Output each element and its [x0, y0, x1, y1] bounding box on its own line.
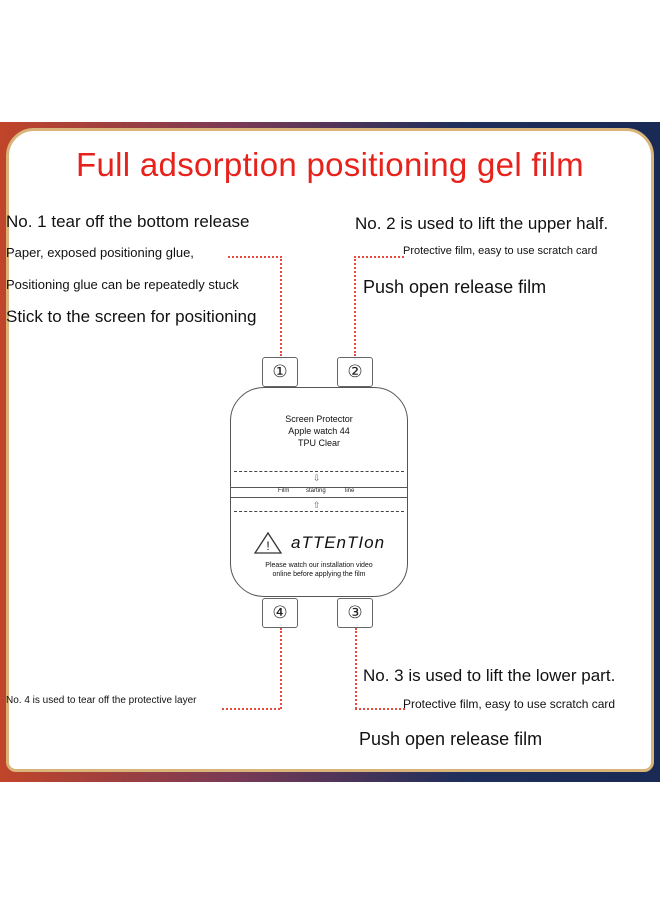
step1-leader-h	[228, 256, 282, 258]
card-note2: online before applying the film	[272, 571, 366, 578]
step2-leader-v	[354, 256, 356, 356]
dashed-line-lower	[234, 511, 404, 512]
band-line: line	[345, 488, 355, 494]
band-starting: starting	[306, 488, 326, 494]
card-note1: Please watch our installation video	[265, 562, 373, 569]
step3-line2: Protective film, easy to use scratch car…	[403, 697, 616, 711]
step1-line2: Paper, exposed positioning glue,	[6, 245, 194, 260]
warning-icon: !	[253, 531, 283, 554]
step3-line1: No. 3 is used to lift the lower part.	[363, 666, 616, 685]
step1-leader-v	[280, 256, 282, 356]
tab-3: ③	[337, 598, 373, 628]
step4-line1: No. 4 is used to tear off the protective…	[6, 695, 197, 706]
dashed-line-upper	[234, 471, 404, 472]
up-arrow-icon: ⇩	[313, 473, 321, 483]
step4-leader-h	[222, 708, 280, 710]
tab-1: ①	[262, 357, 298, 387]
tab-4: ④	[262, 598, 298, 628]
card-line2: Apple watch 44	[288, 426, 350, 436]
tab-2: ②	[337, 357, 373, 387]
step3-leader-h	[355, 708, 405, 710]
step2-leader-h	[354, 256, 404, 258]
screen-protector-card	[230, 387, 408, 597]
step4-leader-v	[280, 628, 282, 709]
svg-text:!: !	[266, 539, 269, 553]
step2-line1: No. 2 is used to lift the upper half.	[355, 214, 609, 233]
step3-line3: Push open release film	[359, 729, 543, 749]
step2-line2: Protective film, easy to use scratch car…	[403, 245, 598, 257]
card-line1: Screen Protector	[285, 414, 353, 424]
step2-line3: Push open release film	[363, 277, 547, 297]
step1-line4: Stick to the screen for positioning	[6, 307, 257, 326]
film-starting-band	[230, 487, 408, 498]
band-film: Film	[278, 488, 290, 494]
attention-label: aTTEnTIon	[291, 533, 386, 552]
card-line3: TPU Clear	[297, 438, 340, 448]
down-arrow-icon: ⇧	[313, 500, 321, 510]
step3-leader-v	[355, 628, 357, 709]
step1-line3: Positioning glue can be repeatedly stuck	[6, 277, 239, 292]
page-title: Full adsorption positioning gel film	[76, 146, 584, 183]
step1-line1: No. 1 tear off the bottom release	[6, 212, 250, 231]
